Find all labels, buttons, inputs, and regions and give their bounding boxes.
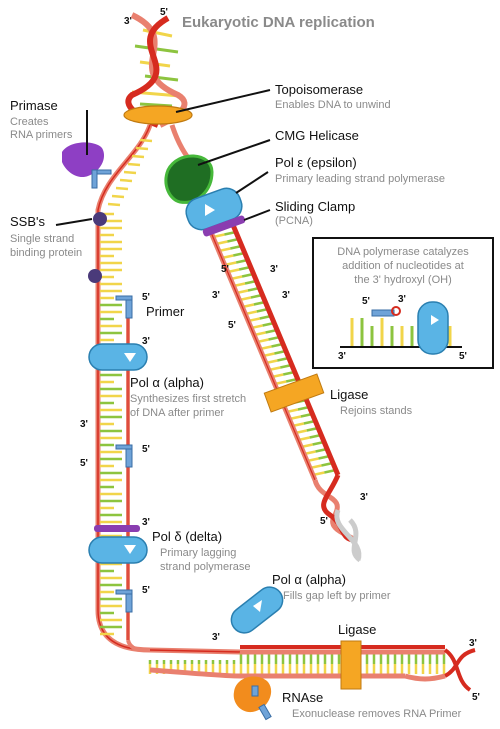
- ssb-desc1: Single strand: [10, 233, 74, 245]
- leading-new-strand-line: [230, 224, 341, 476]
- l-5c-label: 5': [80, 458, 88, 469]
- primer-label: Primer: [146, 304, 185, 319]
- lead-3a-label: 3': [270, 264, 278, 275]
- base-pair: [123, 170, 137, 175]
- ligase-right-desc: Rejoins stands: [340, 405, 413, 417]
- ligase-right-label: Ligase: [330, 387, 368, 402]
- ssb-protein: [88, 269, 102, 283]
- pol-alpha: [88, 343, 148, 371]
- diagram-title: Eukaryotic DNA replication: [182, 14, 375, 31]
- pol-alpha-gap: [230, 586, 284, 634]
- lead-3c-label: 3': [282, 290, 290, 301]
- ssb-label: SSB's: [10, 214, 45, 229]
- pol-delta-desc2: strand polymerase: [160, 561, 251, 573]
- l-3b-label: 3': [80, 419, 88, 430]
- l-5a-label: 5': [142, 292, 150, 303]
- l-5d-label: 5': [142, 585, 150, 596]
- base-pair: [131, 154, 145, 159]
- inset-line2: addition of nucleotides at: [342, 260, 464, 272]
- rnase-desc: Exonuclease removes RNA Primer: [292, 708, 462, 720]
- topoisomerase: [123, 105, 193, 125]
- cmg-helicase: [164, 154, 214, 204]
- inset-5-bottom: 5': [459, 351, 467, 362]
- primase-label: Primase: [10, 98, 58, 113]
- sliding-clamp-label: Sliding Clamp: [275, 199, 355, 214]
- b-3-label: 3': [212, 632, 220, 643]
- l-3c-label: 3': [142, 517, 150, 528]
- lagging-template-strand: [95, 124, 241, 655]
- base-pair: [115, 186, 129, 191]
- pol-alpha-gap-desc: Fills gap left by primer: [283, 590, 391, 602]
- ssb-protein: [93, 212, 107, 226]
- base-pair: [107, 202, 121, 207]
- inset-line1: DNA polymerase catalyzes: [337, 246, 469, 258]
- ligase-leading: [263, 373, 325, 413]
- inset-5-top: 5': [362, 296, 370, 307]
- pol-alpha-desc1: Synthesizes first stretch: [130, 393, 246, 405]
- topoisomerase-label: Topoisomerase: [275, 82, 363, 97]
- sliding-clamp-desc: (PCNA): [275, 215, 313, 227]
- lead-5-label: 5': [221, 264, 229, 275]
- lead-3b-label: 3': [212, 290, 220, 301]
- ligase-bottom-label: Ligase: [338, 622, 376, 637]
- rnase-label: RNAse: [282, 690, 323, 705]
- base-pair: [127, 162, 141, 167]
- primase-desc1: Creates: [10, 116, 49, 128]
- base-pair: [119, 178, 133, 183]
- ssb-desc2: binding protein: [10, 247, 82, 259]
- pol-delta-clamp: [94, 525, 140, 532]
- top-3-label: 3': [124, 16, 132, 27]
- cmg-label: CMG Helicase: [275, 128, 359, 143]
- inset-3-top: 3': [398, 294, 406, 305]
- pol-alpha-label: Pol α (alpha): [130, 375, 204, 390]
- rnase: [233, 676, 272, 721]
- bottom-5-label: 5': [320, 516, 328, 527]
- bottom-strand-bases: [148, 652, 446, 674]
- lead-5b-label: 5': [228, 320, 236, 331]
- primase-desc2: RNA primers: [10, 129, 73, 141]
- sliding-clamp: [202, 215, 246, 237]
- r-5-label: 5': [472, 692, 480, 703]
- pol-delta-desc1: Primary lagging: [160, 547, 236, 559]
- bottom-3-label: 3': [360, 492, 368, 503]
- pol-alpha-gap-label: Pol α (alpha): [272, 572, 346, 587]
- inset-line3: the 3' hydroxyl (OH): [354, 274, 451, 286]
- l-5b-label: 5': [142, 444, 150, 455]
- topoisomerase-desc: Enables DNA to unwind: [275, 99, 391, 111]
- pol-alpha-desc2: of DNA after primer: [130, 407, 224, 419]
- pol-delta-label: Pol δ (delta): [152, 529, 222, 544]
- r-3-label: 3': [469, 638, 477, 649]
- inset-panel: DNA polymerase catalyzes addition of nuc…: [312, 237, 494, 369]
- leading-helix: [312, 474, 362, 563]
- base-pair: [139, 138, 153, 143]
- primers: [115, 295, 133, 613]
- pol-epsilon-label: Pol ε (epsilon): [275, 155, 357, 170]
- base-pair: [135, 146, 149, 151]
- l-3a-label: 3': [142, 336, 150, 347]
- pol-delta: [88, 536, 148, 564]
- inset-3-bottom: 3': [338, 351, 346, 362]
- base-pair: [111, 194, 125, 199]
- ligase-lagging: [340, 640, 362, 690]
- top-5-label: 5': [160, 7, 168, 18]
- pol-epsilon-desc: Primary leading strand polymerase: [275, 173, 445, 185]
- primase: [62, 142, 112, 189]
